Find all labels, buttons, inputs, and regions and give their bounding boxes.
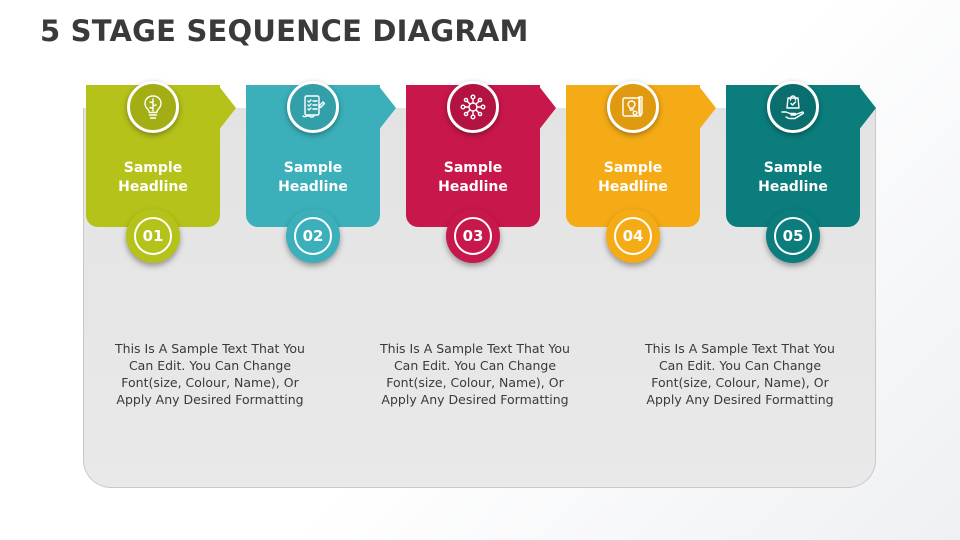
stage-4-icon-ring — [607, 81, 659, 133]
stage-1-headline: Sample Headline — [118, 160, 188, 195]
stage-5-headline: Sample Headline — [758, 160, 828, 195]
stage-3-number: 03 — [454, 217, 492, 255]
stage-2-number: 02 — [294, 217, 332, 255]
brain-bulb-icon — [144, 95, 162, 119]
stage-4-badge: 04 — [606, 209, 660, 263]
stage-1-number: 01 — [134, 217, 172, 255]
stage-3-headline: Sample Headline — [438, 160, 508, 195]
description-1: This Is A Sample Text That You Can Edit.… — [115, 341, 305, 407]
stage-3-icon-ring — [447, 81, 499, 133]
idea-board-icon — [622, 96, 643, 117]
stage-5: Sample Headline 05 — [726, 81, 876, 265]
description-2: This Is A Sample Text That You Can Edit.… — [380, 341, 570, 407]
stage-5-number: 05 — [774, 217, 812, 255]
stage-4-number: 04 — [614, 217, 652, 255]
stage-5-badge: 05 — [766, 209, 820, 263]
stage-2-badge: 02 — [286, 209, 340, 263]
stage-1-icon-ring — [127, 81, 179, 133]
stage-3: Sample Headline 03 — [406, 81, 556, 265]
stage-3-badge: 03 — [446, 209, 500, 263]
stage-4-headline: Sample Headline — [598, 160, 668, 195]
shopping-hand-icon — [781, 95, 805, 120]
stage-2-headline: Sample Headline — [278, 160, 348, 195]
slide-title: 5 STAGE SEQUENCE DIAGRAM — [40, 14, 529, 48]
stage-2-icon-ring — [287, 81, 339, 133]
network-hub-icon — [460, 94, 486, 120]
checklist-icon — [302, 95, 326, 118]
description-3: This Is A Sample Text That You Can Edit.… — [645, 341, 835, 407]
stage-1: Sample Headline 01 — [86, 81, 236, 265]
stage-5-icon-ring — [767, 81, 819, 133]
stage-1-badge: 01 — [126, 209, 180, 263]
stage-4: Sample Headline 04 — [566, 81, 716, 265]
stage-2: Sample Headline 02 — [246, 81, 396, 265]
